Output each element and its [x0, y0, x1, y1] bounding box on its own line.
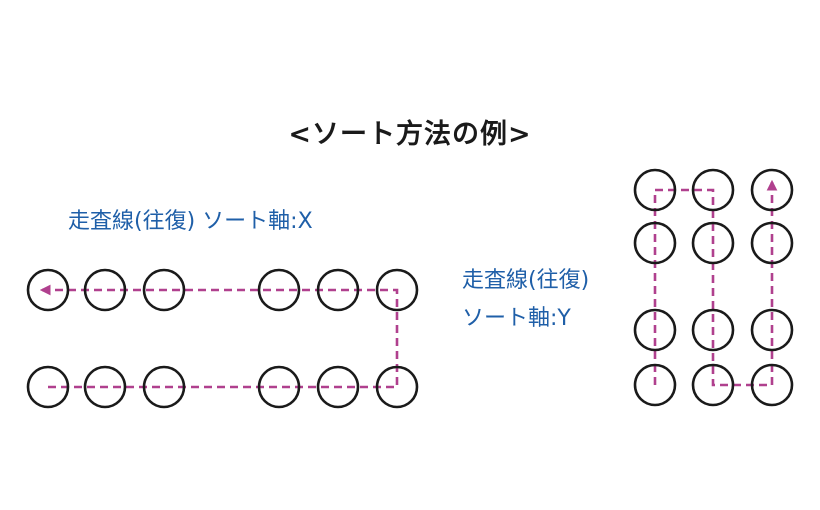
circle [633, 221, 677, 265]
circle [83, 268, 127, 312]
circle [750, 221, 794, 265]
circle [26, 365, 70, 409]
y-sort-axis-label: ソート軸:Y [462, 306, 571, 331]
x-scan-path [39, 284, 399, 389]
circle [750, 308, 794, 352]
circle [633, 168, 677, 212]
circle [257, 268, 301, 312]
circle [316, 365, 360, 409]
circle [691, 168, 735, 212]
circle [691, 363, 735, 407]
circle [750, 363, 794, 407]
circle [83, 365, 127, 409]
y-scan-path [653, 179, 778, 387]
circle [633, 308, 677, 352]
x-sort-label: 走査線(往復) ソート軸:X [68, 209, 313, 234]
y-circle-grid [633, 168, 794, 407]
x-circle-grid [26, 268, 419, 409]
circle [633, 363, 677, 407]
circle [750, 168, 794, 212]
circle [375, 268, 419, 312]
circle [316, 268, 360, 312]
circle [257, 365, 301, 409]
circle [26, 268, 70, 312]
circle [691, 221, 735, 265]
circle [691, 308, 735, 352]
diagram-title: <ソート方法の例> [288, 119, 532, 150]
circle [375, 365, 419, 409]
y-scan-label: 走査線(往復) [462, 268, 590, 293]
circle [142, 365, 186, 409]
circle [142, 268, 186, 312]
